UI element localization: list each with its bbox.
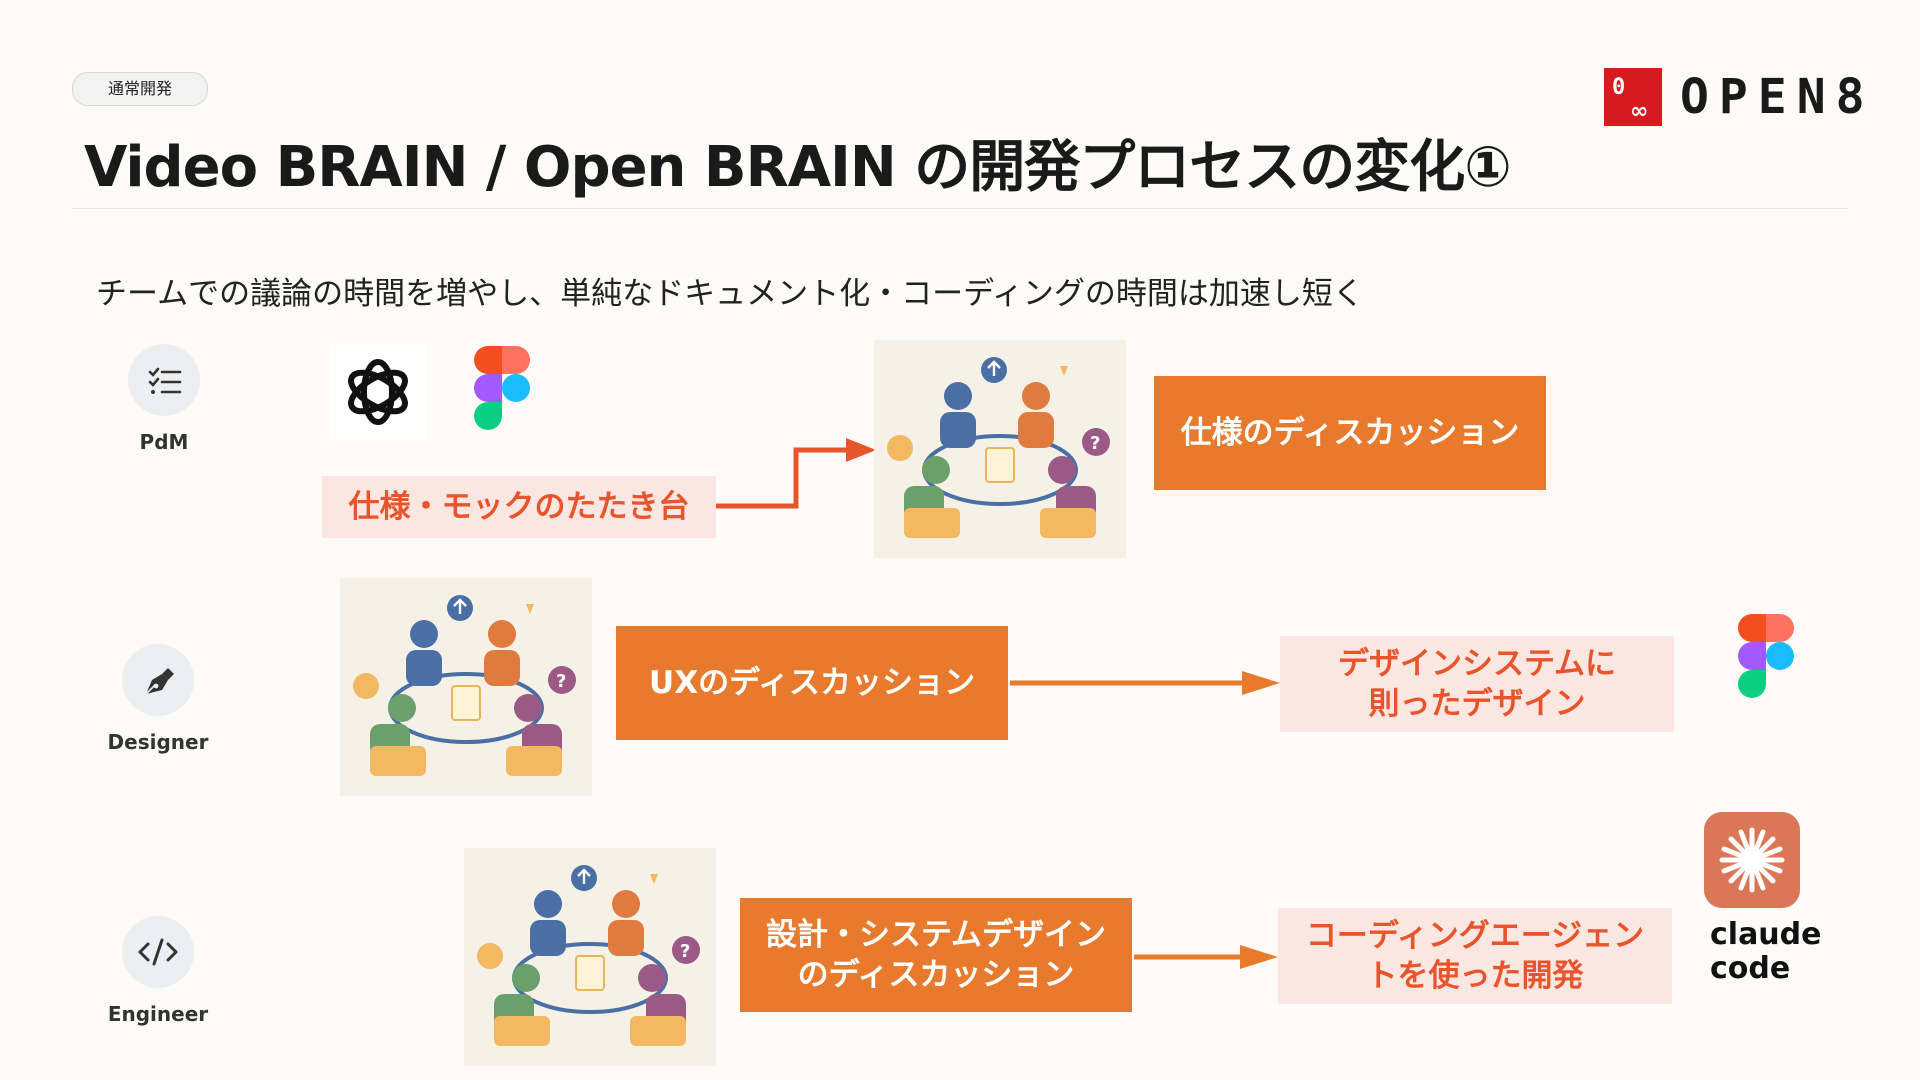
team-meeting-icon: ? (477, 865, 700, 1046)
system-design-line-1: 設計・システムデザイン (765, 917, 1107, 953)
mock-draft-label: 仕様・モックのたたき台 (348, 489, 690, 525)
checklist-icon (148, 367, 182, 394)
svg-text:∞: ∞ (1630, 99, 1648, 124)
team-discussion-illustration-engineer: ? (464, 848, 716, 1066)
team-meeting-icon: ? (353, 595, 576, 776)
open8-logo-mark: 0 ∞ (1604, 68, 1662, 126)
spec-discussion-label: 仕様のディスカッション (1180, 415, 1520, 451)
svg-text:?: ? (556, 671, 566, 692)
claude-label-line-2: code (1710, 951, 1791, 986)
team-discussion-illustration: ? (874, 340, 1126, 558)
svg-text:?: ? (680, 941, 690, 962)
category-tag: 通常開発 (72, 72, 208, 106)
engineer-role-label: Engineer (107, 1002, 209, 1026)
mock-draft-box: 仕様・モックのたたき台 (322, 476, 716, 538)
pdm-elbow-arrow (716, 438, 876, 509)
figma-logo-icon (470, 344, 534, 440)
designer-role-label: Designer (107, 730, 209, 754)
team-meeting-icon: ? (887, 357, 1110, 538)
open8-logo-text: OPEN8 (1680, 69, 1875, 125)
system-design-discussion-box: 設計・システムデザイン のディスカッション (740, 898, 1132, 1012)
slide-title: Video BRAIN / Open BRAIN の開発プロセスの変化① (84, 135, 1512, 200)
figma-logo-icon (1734, 612, 1798, 708)
ux-discussion-label: UXのディスカッション (649, 665, 975, 701)
code-icon (138, 938, 178, 966)
coding-agent-line-1: コーディングエージェン (1305, 918, 1645, 954)
pdm-role-label: PdM (139, 430, 189, 454)
designer-arrow (1010, 671, 1280, 695)
slide-subtitle: チームでの議論の時間を増やし、単純なドキュメント化・コーディングの時間は加速し短… (96, 276, 1364, 312)
coding-agent-line-2: トを使った開発 (1366, 958, 1584, 994)
pdm-role-icon (128, 344, 200, 416)
design-system-line-1: デザインシステムに (1337, 646, 1617, 682)
logo-badge-text: 0 (1612, 75, 1625, 100)
design-system-line-2: 則ったデザイン (1368, 686, 1586, 722)
claude-code-logo-icon (1704, 812, 1800, 908)
ux-discussion-box: UXのディスカッション (616, 626, 1008, 740)
openai-logo-icon (330, 344, 426, 440)
engineer-role-icon (122, 916, 194, 988)
spec-discussion-box: 仕様のディスカッション (1154, 376, 1546, 490)
designer-role-icon (122, 644, 194, 716)
system-design-line-2: のディスカッション (797, 957, 1075, 993)
engineer-arrow (1134, 945, 1278, 969)
design-system-box: デザインシステムに 則ったデザイン (1280, 636, 1674, 732)
claude-code-label: claude code (1710, 918, 1822, 986)
svg-text:?: ? (1090, 433, 1100, 454)
pen-nib-icon (145, 668, 174, 695)
team-discussion-illustration-designer: ? (340, 578, 592, 796)
claude-label-line-1: claude (1710, 917, 1822, 952)
title-divider (72, 208, 1848, 209)
coding-agent-box: コーディングエージェン トを使った開発 (1278, 908, 1672, 1004)
